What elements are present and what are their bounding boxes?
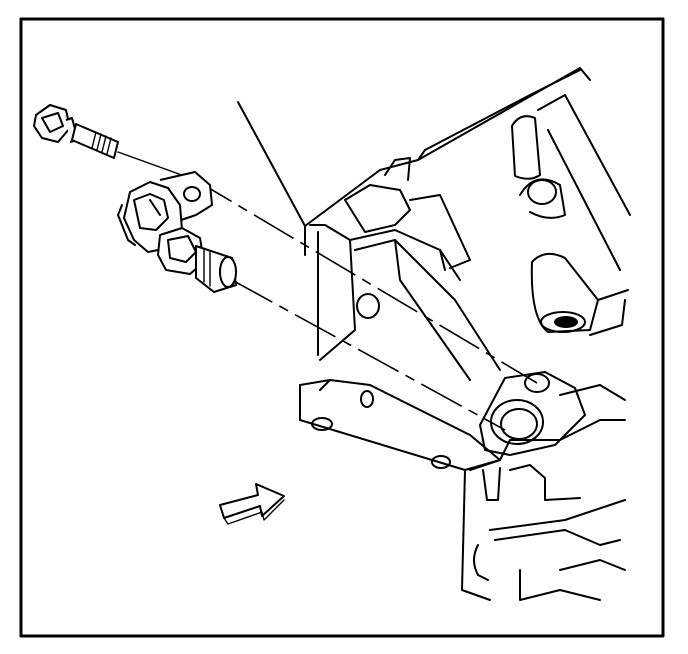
upper-bracket <box>519 178 566 219</box>
figure-border <box>19 17 665 638</box>
block-top-ridge <box>417 69 581 161</box>
lower-slot <box>482 467 501 501</box>
lower-curve <box>473 544 489 581</box>
view-direction-arrow-icon <box>219 483 285 525</box>
arrow-body <box>219 483 285 519</box>
sensor-bore-inner <box>500 408 538 440</box>
lower-foot-2 <box>559 559 626 571</box>
crankshaft-position-sensor <box>117 171 237 293</box>
rib-edge <box>394 239 471 381</box>
bolt-head <box>33 104 71 143</box>
upper-rib-2 <box>547 129 621 271</box>
upper-bolt-hole <box>524 373 550 393</box>
lower-ledge-2 <box>494 529 621 546</box>
side-boss-bracket <box>589 299 626 336</box>
lower-ledge <box>489 499 626 531</box>
upper-rib <box>537 94 631 216</box>
boss-right-edge <box>559 384 626 401</box>
lower-step <box>509 464 581 501</box>
upper-hole <box>527 179 557 205</box>
face-hole-1 <box>356 293 380 319</box>
pocket-wall <box>409 194 471 269</box>
mounting-pad <box>299 379 501 471</box>
sensor-bore-outer <box>490 399 544 445</box>
connector-opening <box>133 193 169 231</box>
collar-face <box>167 235 197 263</box>
connector-latch <box>117 204 136 246</box>
bolt <box>33 104 119 159</box>
bolt-shank <box>71 123 119 159</box>
side-boss <box>530 252 599 333</box>
rib-notch <box>439 249 446 271</box>
bore-boss <box>479 371 586 456</box>
rib-top <box>349 229 461 281</box>
connector-pin <box>149 199 161 216</box>
side-rail <box>309 224 356 361</box>
arrow-shadow <box>223 499 285 525</box>
alignment-lines <box>117 151 538 431</box>
face-hole-2 <box>360 390 374 408</box>
bolt-threads <box>91 131 112 155</box>
block-edge-left <box>237 101 306 227</box>
lower-block-top <box>469 419 626 471</box>
sensor-tip <box>219 256 237 288</box>
pad-corner <box>319 379 331 391</box>
pad-hole-right <box>431 455 451 469</box>
pocket-top <box>344 184 411 233</box>
bolt-leader <box>117 151 191 179</box>
side-boss-hole <box>540 311 586 333</box>
shaft-rings <box>203 248 211 287</box>
engine-block <box>237 67 631 601</box>
side-boss-hole-dark <box>554 316 578 328</box>
rib-diagonal <box>354 239 501 371</box>
bolt-centerline <box>191 177 538 384</box>
side-boss-rib <box>597 289 629 301</box>
pad-hole-left <box>311 417 333 431</box>
lower-foot <box>519 569 601 601</box>
bolt-head-face <box>41 112 64 133</box>
sensor-mount-hole <box>183 186 201 202</box>
pocket-tab <box>384 157 411 181</box>
sensor-centerline <box>231 279 506 431</box>
upper-boss <box>511 115 541 180</box>
lower-block-left <box>461 469 491 601</box>
